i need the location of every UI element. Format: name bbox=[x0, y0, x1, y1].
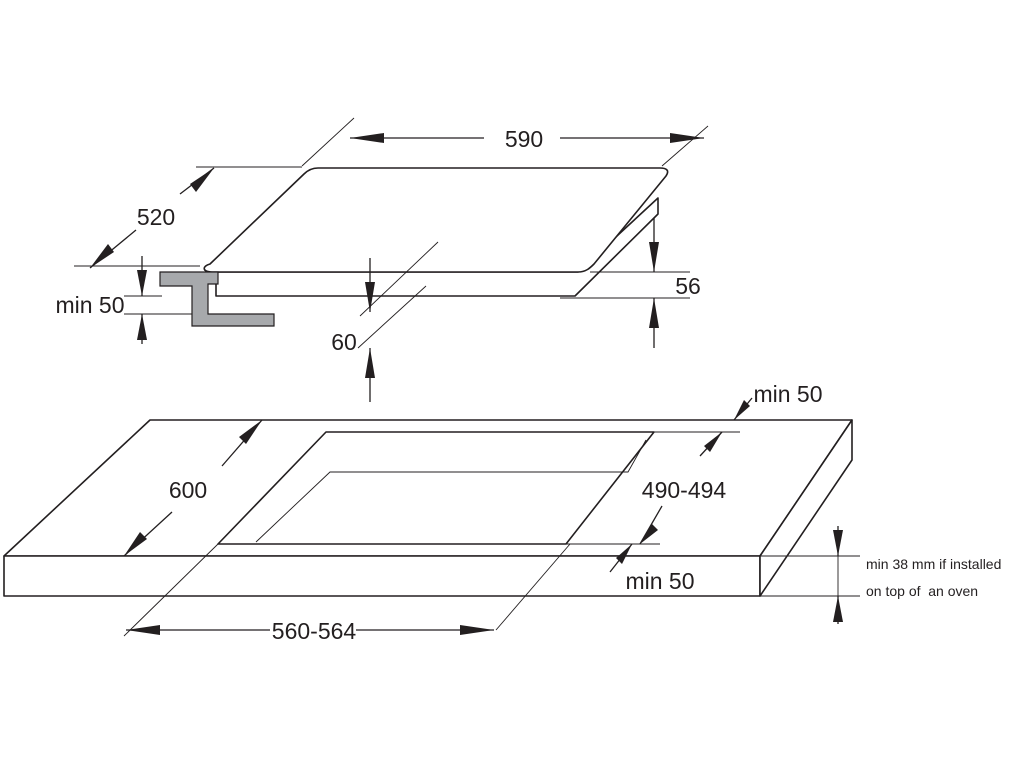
dim-hob-recess: 60 bbox=[331, 241, 439, 402]
cutout-width-label: 560-564 bbox=[272, 618, 357, 644]
thickness-note-line2: on top of an oven bbox=[866, 583, 978, 599]
dim-hob-width: 590 bbox=[301, 117, 709, 167]
cutout-depth-label: 490-494 bbox=[642, 477, 727, 503]
hob-thickness-label: 56 bbox=[675, 273, 701, 299]
front-margin-label: min 50 bbox=[625, 568, 694, 594]
dim-cutout-depth: 490-494 bbox=[566, 431, 740, 545]
hob-width-label: 590 bbox=[505, 126, 543, 152]
back-margin-label: min 50 bbox=[753, 381, 822, 407]
dim-front-margin: min 50 bbox=[609, 543, 695, 594]
dim-worktop-depth: 600 bbox=[123, 419, 263, 557]
dim-hob-thickness: 56 bbox=[560, 218, 701, 348]
hob-recess-label: 60 bbox=[331, 329, 357, 355]
hob-drawing bbox=[203, 167, 669, 297]
dim-hob-depth: 520 bbox=[74, 166, 302, 269]
worktop-side bbox=[759, 419, 853, 597]
hob-glass-top bbox=[203, 167, 669, 273]
hob-depth-label: 520 bbox=[137, 204, 175, 230]
dim-back-margin: min 50 bbox=[733, 381, 823, 421]
worktop-depth-label: 600 bbox=[169, 477, 207, 503]
dim-cutout-width: 560-564 bbox=[123, 543, 571, 644]
dim-bracket-clearance: min 50 bbox=[55, 256, 192, 344]
mounting-bracket bbox=[159, 271, 275, 327]
thickness-note-line1: min 38 mm if installed bbox=[866, 556, 1001, 572]
worktop-drawing bbox=[3, 419, 853, 597]
bracket-clearance-label: min 50 bbox=[55, 292, 124, 318]
dim-worktop-thickness: min 38 mm if installed on top of an oven bbox=[760, 526, 1001, 624]
cutout-inner-edge bbox=[255, 439, 647, 543]
